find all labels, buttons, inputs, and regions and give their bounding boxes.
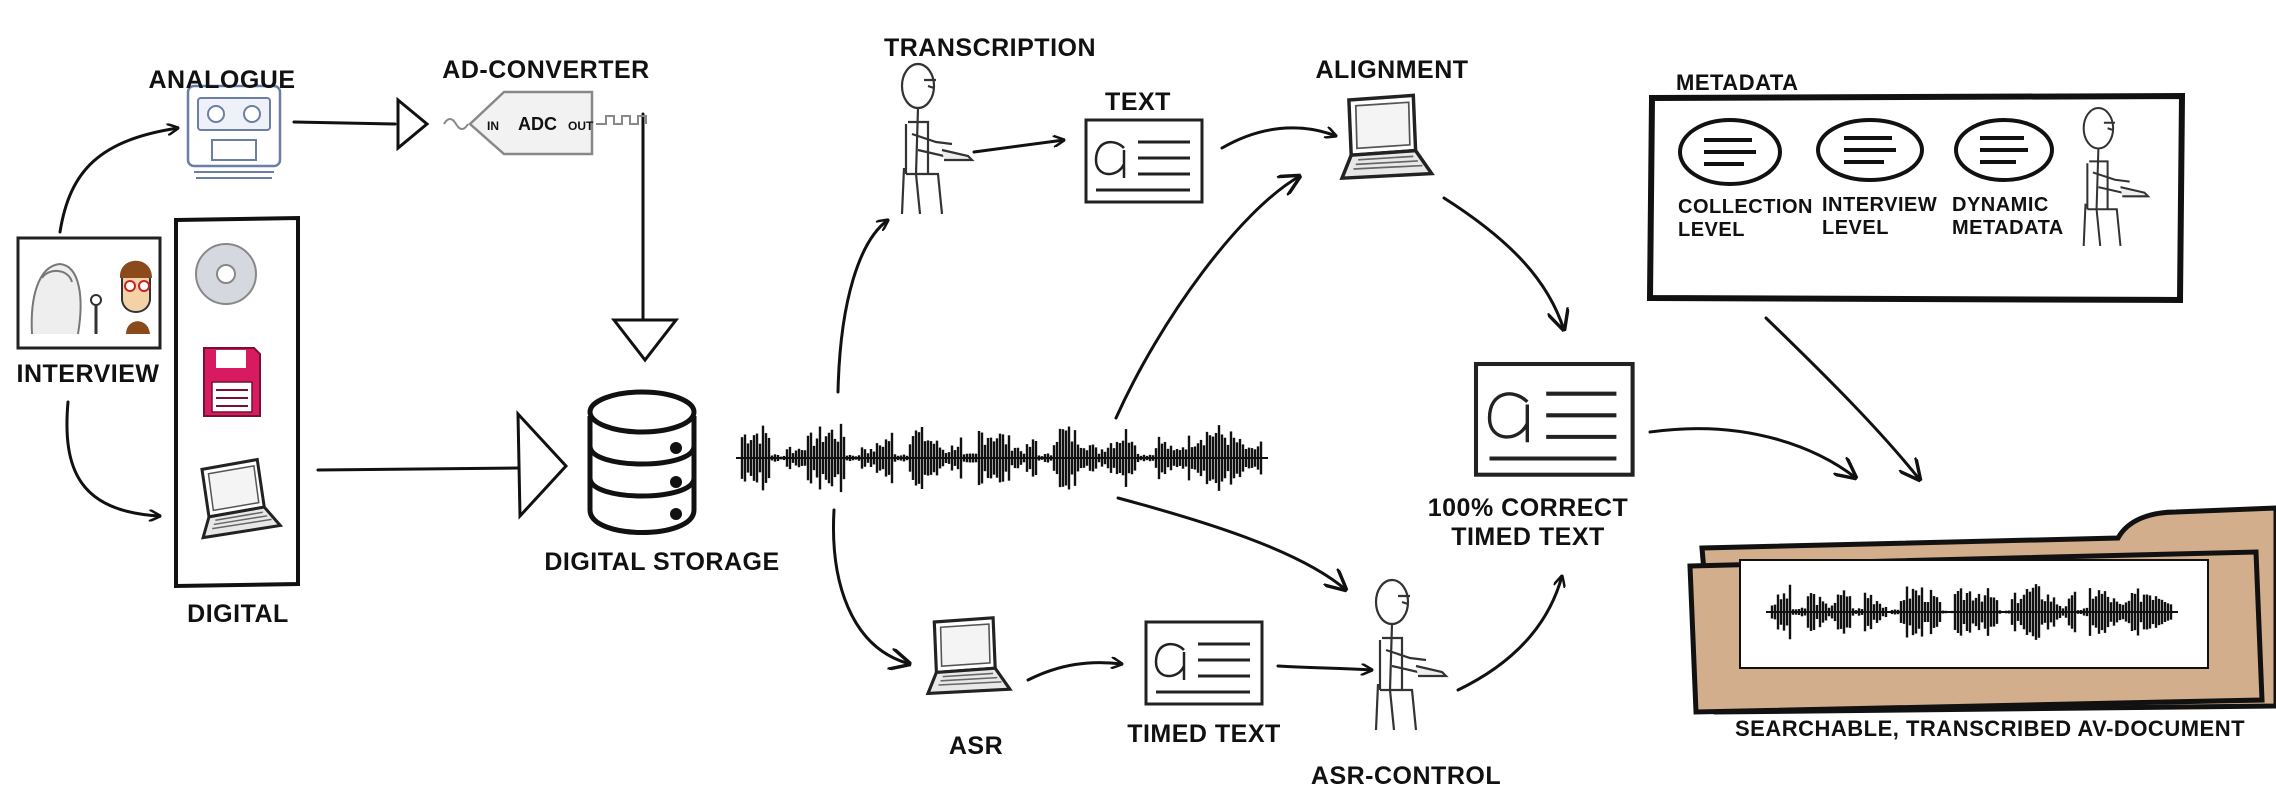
connector-arrows bbox=[58, 96, 1920, 692]
adc-icon: IN ADC OUT bbox=[443, 90, 647, 156]
digital-media-frame bbox=[174, 215, 300, 589]
adc-label: ADC bbox=[518, 114, 557, 134]
digital-label: DIGITAL bbox=[187, 600, 289, 628]
metadata-label: METADATA bbox=[1676, 70, 1799, 95]
interview-level-icon bbox=[1816, 118, 1924, 182]
waveform-icon bbox=[1766, 584, 2178, 640]
analogue-label: ANALOGUE bbox=[148, 66, 296, 94]
text-document-icon bbox=[1144, 620, 1264, 706]
asr-control-label: ASR-CONTROL bbox=[1310, 762, 1502, 790]
text-document-icon bbox=[1476, 364, 1633, 475]
text-document-icon bbox=[1084, 118, 1204, 204]
alignment-label: ALIGNMENT bbox=[1315, 56, 1469, 84]
database-icon bbox=[587, 389, 697, 535]
interview-photo bbox=[16, 236, 162, 350]
text-label: TEXT bbox=[1105, 88, 1171, 116]
transcriber-icon bbox=[900, 62, 974, 216]
laptop-icon bbox=[926, 616, 1012, 695]
transcription-label: TRANSCRIPTION bbox=[883, 34, 1097, 62]
metadata-box bbox=[1646, 92, 2186, 304]
dynamic-metadata-label: DYNAMIC METADATA bbox=[1952, 194, 2064, 239]
floppy-icon bbox=[203, 347, 261, 417]
correct-timed-text-label: 100% CORRECT TIMED TEXT bbox=[1427, 494, 1629, 551]
cd-icon bbox=[195, 243, 257, 305]
interview-label: INTERVIEW bbox=[16, 360, 160, 388]
digital-storage-label: DIGITAL STORAGE bbox=[544, 548, 780, 576]
laptop-icon bbox=[1340, 93, 1434, 180]
ad-converter-label: AD-CONVERTER bbox=[442, 56, 650, 84]
collection-level-icon bbox=[1678, 118, 1782, 186]
timed-text-label: TIMED TEXT bbox=[1127, 720, 1281, 748]
folder-icon bbox=[1687, 505, 2276, 715]
waveform-icon bbox=[736, 423, 1268, 493]
cassette-icon bbox=[186, 84, 282, 179]
adc-out-label: OUT bbox=[568, 119, 594, 133]
dynamic-metadata-icon bbox=[1954, 118, 2054, 182]
searchable-document-label: SEARCHABLE, TRANSCRIBED AV-DOCUMENT bbox=[1734, 716, 2246, 741]
collection-level-label: COLLECTION LEVEL bbox=[1678, 196, 1813, 241]
interview-level-label: INTERVIEW LEVEL bbox=[1822, 194, 1938, 239]
asr-label: ASR bbox=[948, 732, 1004, 760]
adc-in-label: IN bbox=[487, 119, 499, 133]
transcriber-icon bbox=[1374, 578, 1448, 732]
